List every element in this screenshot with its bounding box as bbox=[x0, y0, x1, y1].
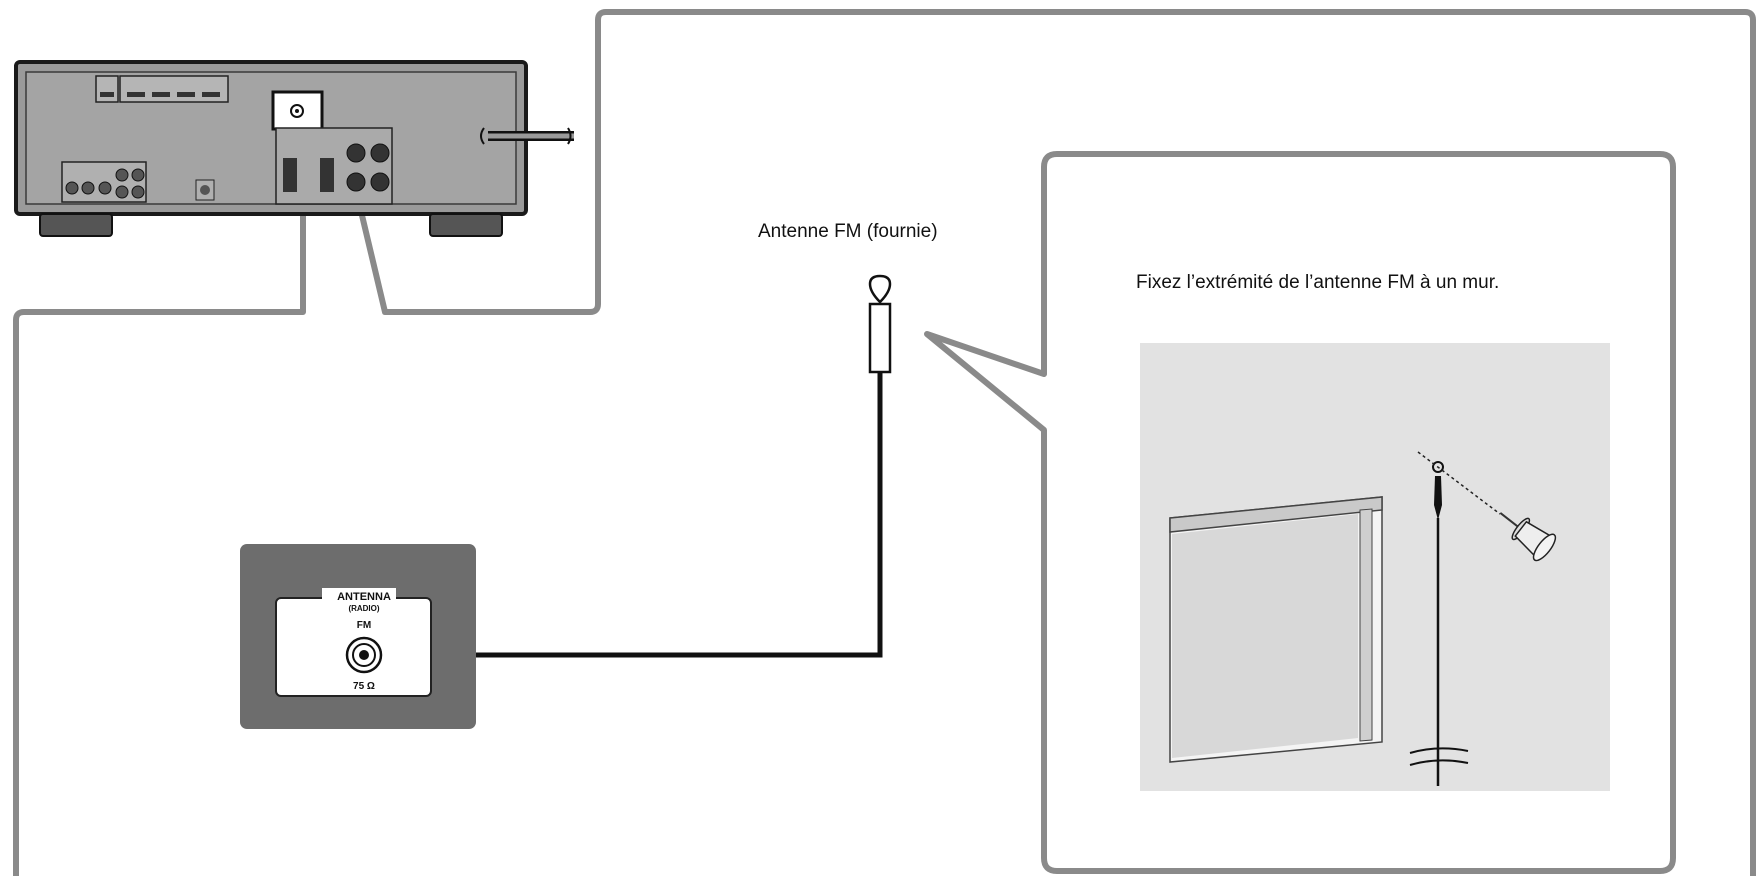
fm-antenna-label: Antenne FM (fournie) bbox=[758, 221, 938, 242]
jack-panel-impedance: 75 Ω bbox=[353, 681, 375, 692]
jack-panel-band: FM bbox=[357, 620, 371, 631]
main-callout-frame bbox=[13, 9, 1756, 876]
wall-mount-instruction: Fixez l’extrémité de l’antenne FM à un m… bbox=[1136, 272, 1500, 293]
antenna-cable bbox=[366, 372, 883, 658]
fm-antenna-illustration bbox=[868, 274, 892, 374]
jack-panel-subtitle: (RADIO) bbox=[348, 604, 379, 613]
receiver-rear-panel bbox=[14, 60, 574, 237]
wall-illustration bbox=[1140, 343, 1610, 791]
antenna-jack-panel: ANTENNA (RADIO) FM 75 Ω bbox=[240, 544, 476, 729]
jack-panel-title: ANTENNA bbox=[337, 591, 391, 603]
